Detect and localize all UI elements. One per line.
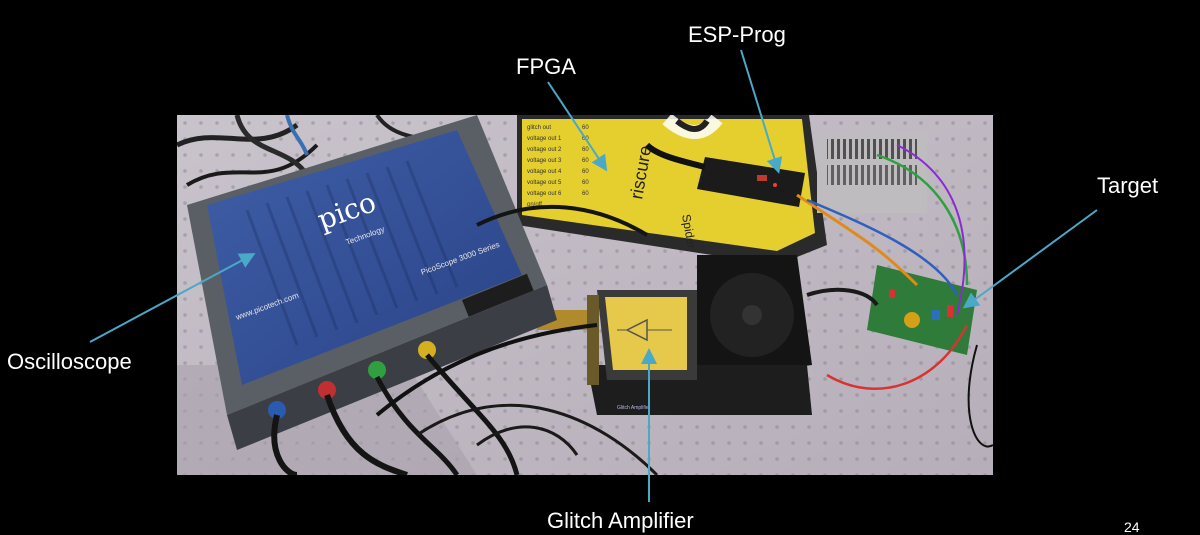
fpga-channel-label: glitch out xyxy=(527,125,551,131)
oscilloscope-label: Oscilloscope xyxy=(7,349,132,374)
oscilloscope-device: pico Technology PicoScope 3000 Series ww… xyxy=(187,115,557,450)
heatsink-fan xyxy=(587,255,812,415)
glitch-amplifier-label: Glitch Amplifier xyxy=(547,508,694,533)
fpga-channel-label: voltage out 3 xyxy=(527,158,562,164)
fpga-channel-label: on/off xyxy=(527,202,542,208)
target-label: Target xyxy=(1097,173,1159,198)
fpga-channel-code: 60 xyxy=(582,136,589,142)
fpga-channel-label: voltage out 1 xyxy=(527,136,562,142)
fpga-channel-code: 60 xyxy=(582,147,589,153)
fpga-channel-code: 60 xyxy=(582,125,589,131)
target-board xyxy=(867,265,977,355)
amplifier-sticker-text: Glitch Amplifier xyxy=(617,405,651,411)
page-number: 24 xyxy=(1124,519,1140,535)
fpga-channel-code: 60 xyxy=(582,180,589,186)
target-connector xyxy=(817,133,927,213)
fpga-channel-label: voltage out 4 xyxy=(527,169,562,175)
fpga-model-text: Spider xyxy=(679,213,699,250)
fpga-channel-code: 60 xyxy=(582,158,589,164)
fpga-channel-code: 60 xyxy=(582,191,589,197)
fpga-channel-label: voltage out 6 xyxy=(527,191,562,197)
esp-prog-label: ESP-Prog xyxy=(688,22,786,47)
fpga-channel-label: voltage out 2 xyxy=(527,147,562,153)
fpga-label: FPGA xyxy=(516,54,576,79)
glitch-amplifier-board xyxy=(537,290,697,385)
fpga-channel-code: 60 xyxy=(582,169,589,175)
fpga-channel-label: voltage out 5 xyxy=(527,180,562,186)
